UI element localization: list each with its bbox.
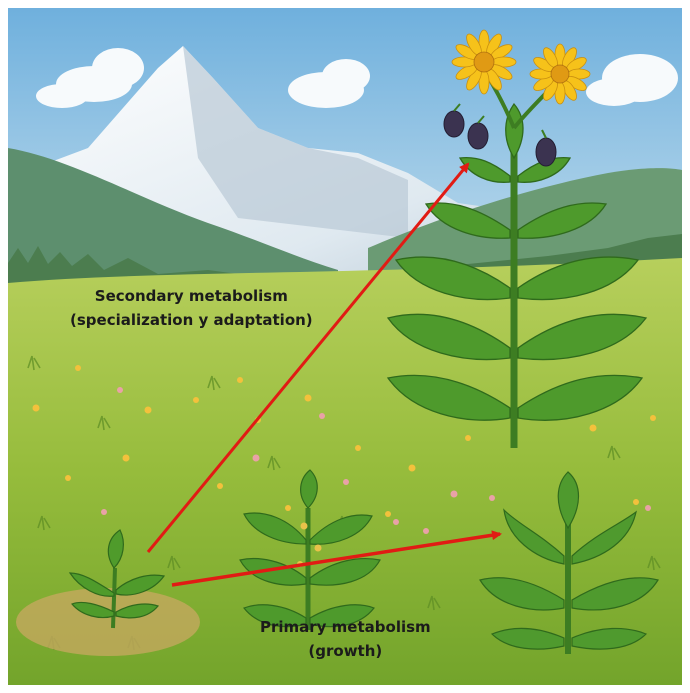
grass-tufts [27,355,661,651]
primary-metabolism-title: Primary metabolism [260,618,431,636]
secondary-metabolism-label: Secondary metabolism (specialization y a… [70,284,313,332]
soil-patch [16,588,200,656]
metabolism-scene [8,8,682,685]
secondary-metabolism-title: Secondary metabolism [94,287,288,305]
clouds [36,48,678,108]
young-plant [239,469,381,630]
mountain-shadow [183,46,408,238]
yellow-flowers [451,29,591,105]
illustration-frame: Secondary metabolism (specialization y a… [8,8,682,685]
primary-metabolism-subtitle: (growth) [308,642,383,660]
secondary-metabolism-subtitle: (specialization y adaptation) [70,311,313,329]
wildflowers [32,365,656,534]
flowering-plant [386,29,648,448]
primary-metabolism-arrow [171,530,502,587]
secondary-metabolism-arrow [146,162,470,553]
primary-metabolism-label: Primary metabolism (growth) [260,615,431,663]
berries [443,103,557,167]
seedling-plant [68,529,166,629]
mature-plant [479,471,659,654]
